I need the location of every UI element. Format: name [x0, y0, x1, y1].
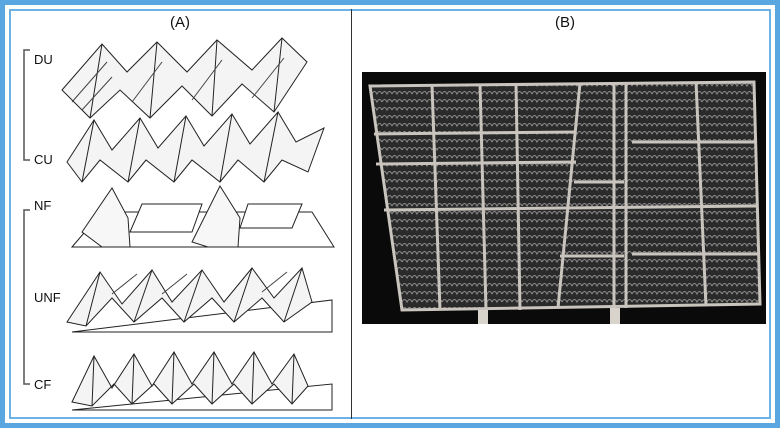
- label-du: DU: [34, 52, 53, 67]
- sheet-du: [61, 37, 308, 119]
- sheet-nf: [70, 184, 335, 248]
- figure-inner-border: [9, 9, 771, 419]
- label-unf: UNF: [34, 290, 61, 305]
- packing-sheets-illustration: DU CU NF UNF CF: [23, 37, 335, 411]
- label-nf: NF: [34, 198, 51, 213]
- panel-divider: [351, 9, 352, 419]
- label-cf: CF: [34, 377, 51, 392]
- sheet-cf: [71, 351, 333, 411]
- packing-frame: [368, 80, 762, 312]
- panel-b-label: (B): [555, 14, 575, 31]
- label-cu: CU: [34, 152, 53, 167]
- sheet-cu: [66, 111, 325, 183]
- sheet-unf: [66, 267, 333, 333]
- structured-packing-photo: [362, 72, 766, 324]
- panel-a-label: (A): [170, 14, 190, 31]
